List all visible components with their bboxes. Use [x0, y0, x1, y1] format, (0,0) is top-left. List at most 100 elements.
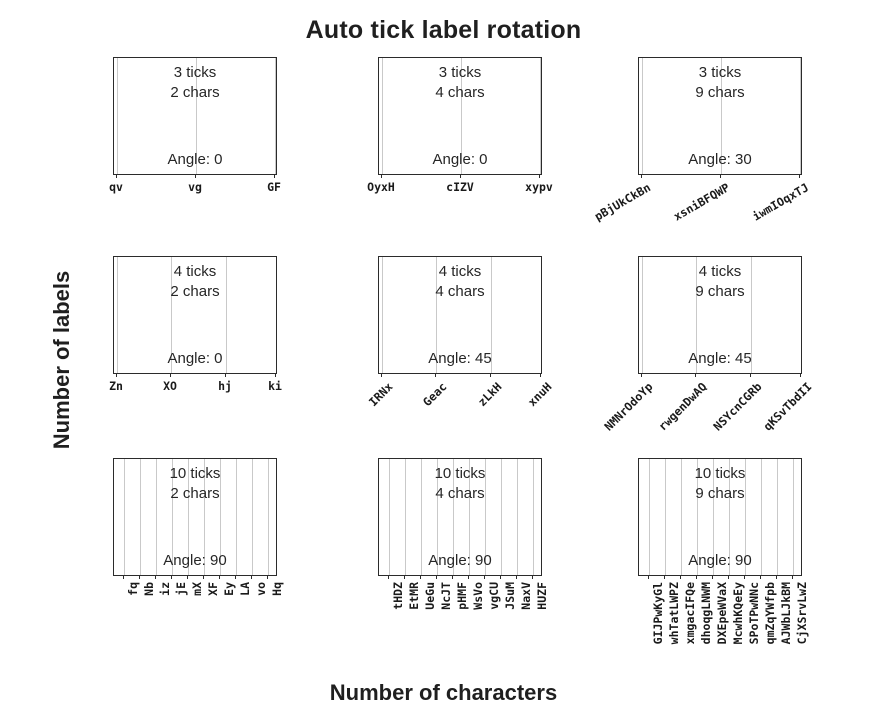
annotation-angle: Angle: 90: [428, 552, 492, 569]
gridline: [777, 459, 778, 575]
gridline: [437, 459, 438, 575]
tick-label: WsVo: [471, 582, 485, 610]
tick-mark: [219, 576, 220, 579]
tick-mark: [800, 374, 801, 377]
tick-mark: [490, 374, 491, 377]
tick-mark: [484, 576, 485, 579]
tick-label: GIJPwKyGl: [651, 582, 665, 645]
tick-mark: [792, 576, 793, 579]
annotation-angle: Angle: 90: [163, 552, 227, 569]
tick-mark: [468, 576, 469, 579]
gridline: [421, 459, 422, 575]
annotation-char-count: 4 chars: [435, 283, 485, 300]
tick-label: cIZV: [446, 180, 474, 194]
tick-mark: [195, 175, 196, 178]
annotation-angle: Angle: 45: [428, 350, 492, 367]
annotation-tick-count: 10 ticks: [434, 465, 486, 482]
gridline: [453, 459, 454, 575]
gridline: [196, 58, 197, 174]
gridline: [642, 58, 643, 174]
tick-label: Ey: [222, 582, 236, 596]
gridline: [124, 459, 125, 575]
tick-label: HUZF: [535, 582, 549, 610]
tick-label: AJWbLJkBM: [779, 582, 793, 645]
tick-label: qmZqYWfpb: [763, 582, 777, 645]
gridline: [751, 257, 752, 373]
tick-mark: [171, 576, 172, 579]
tick-mark: [641, 374, 642, 377]
tick-mark: [750, 374, 751, 377]
tick-mark: [648, 576, 649, 579]
figure-title: Auto tick label rotation: [305, 16, 582, 44]
tick-label: pBjUkCkBn: [592, 180, 653, 224]
tick-mark: [680, 576, 681, 579]
tick-mark: [251, 576, 252, 579]
annotation-angle: Angle: 0: [432, 151, 488, 168]
tick-mark: [381, 175, 382, 178]
tick-label: OyxH: [367, 180, 395, 194]
gridline: [761, 459, 762, 575]
gridline: [436, 257, 437, 373]
tick-label: xypv: [525, 180, 553, 194]
gridline: [491, 257, 492, 373]
tick-label: hj: [218, 379, 232, 393]
tick-mark: [235, 576, 236, 579]
tick-mark: [452, 576, 453, 579]
annotation-tick-count: 10 ticks: [694, 465, 746, 482]
tick-mark: [760, 576, 761, 579]
tick-label: DXEpeWVaX: [715, 582, 729, 645]
gridline: [697, 459, 698, 575]
annotation-angle: Angle: 0: [167, 151, 223, 168]
tick-mark: [436, 576, 437, 579]
gridline: [533, 459, 534, 575]
tick-label: xsniBFQWP: [671, 180, 732, 224]
annotation-char-count: 4 chars: [435, 84, 485, 101]
tick-mark: [516, 576, 517, 579]
tick-label: iz: [158, 582, 172, 596]
tick-mark: [664, 576, 665, 579]
tick-label: jE: [174, 582, 188, 596]
annotation-char-count: 9 chars: [695, 485, 745, 502]
tick-mark: [388, 576, 389, 579]
gridline: [540, 58, 541, 174]
tick-mark: [500, 576, 501, 579]
gridline: [382, 58, 383, 174]
tick-label: GF: [267, 180, 281, 194]
tick-mark: [799, 175, 800, 178]
annotation-char-count: 9 chars: [695, 84, 745, 101]
annotation-tick-count: 3 ticks: [173, 64, 217, 81]
gridline: [188, 459, 189, 575]
gridline: [172, 459, 173, 575]
gridline: [220, 459, 221, 575]
tick-label: vgCU: [487, 582, 501, 610]
gridline: [171, 257, 172, 373]
tick-label: NMNrOdoYp: [601, 379, 656, 434]
tick-label: NcJT: [439, 582, 453, 610]
tick-label: rwgenDwAQ: [655, 379, 710, 434]
gridline: [140, 459, 141, 575]
gridline: [117, 257, 118, 373]
tick-label: EtMR: [407, 582, 421, 610]
annotation-tick-count: 3 ticks: [698, 64, 742, 81]
tick-mark: [435, 374, 436, 377]
tick-mark: [641, 175, 642, 178]
tick-mark: [776, 576, 777, 579]
tick-mark: [170, 374, 171, 377]
tick-mark: [420, 576, 421, 579]
tick-label: xmgacIFQe: [683, 582, 697, 645]
gridline: [204, 459, 205, 575]
gridline: [156, 459, 157, 575]
tick-mark: [744, 576, 745, 579]
gridline: [696, 257, 697, 373]
tick-mark: [187, 576, 188, 579]
gridline: [117, 58, 118, 174]
tick-mark: [532, 576, 533, 579]
annotation-char-count: 9 chars: [695, 283, 745, 300]
